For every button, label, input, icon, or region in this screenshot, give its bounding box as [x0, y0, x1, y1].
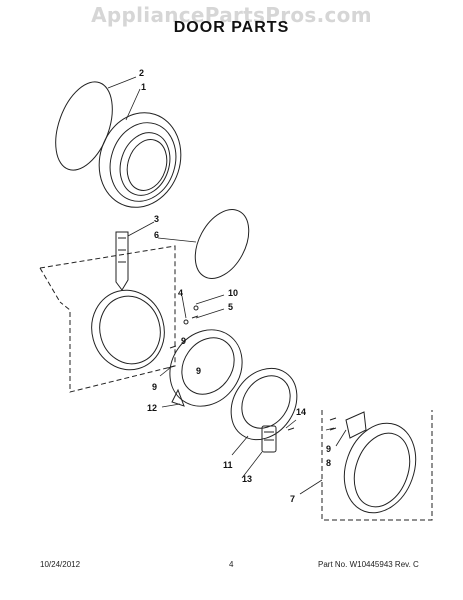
part-1-outer-door: [98, 112, 182, 208]
callout-labels: 2 1 3 6 4 10 5 9 9 9 12 14 9 8 11 13 7: [139, 68, 331, 504]
callout-1: 1: [141, 82, 146, 92]
footer-page-number: 4: [229, 560, 234, 569]
part-12-inner-frame: [169, 329, 243, 407]
callout-14: 14: [296, 407, 306, 417]
callout-12: 12: [147, 403, 157, 413]
front-panel-outline: [39, 245, 176, 393]
footer-date: 10/24/2012: [40, 560, 81, 569]
callout-3: 3: [154, 214, 159, 224]
callout-13: 13: [242, 474, 252, 484]
callout-7: 7: [290, 494, 295, 504]
callout-9c: 9: [152, 382, 157, 392]
callout-11: 11: [223, 460, 233, 470]
callout-6: 6: [154, 230, 159, 240]
callout-9d: 9: [326, 444, 331, 454]
callout-9a: 9: [181, 336, 186, 346]
footer-part-number: Part No. W10445943 Rev. C: [318, 560, 419, 569]
callout-8: 8: [326, 458, 331, 468]
part-8-strike: [345, 411, 367, 439]
part-11-inner-cover: [230, 367, 298, 441]
part-6-inner-glass: [194, 209, 250, 279]
callout-4: 4: [178, 288, 183, 298]
callout-10: 10: [228, 288, 238, 298]
part-3-hinge: [115, 231, 129, 291]
screws: [167, 305, 337, 431]
part-13-latch: [261, 425, 277, 453]
front-panel-opening: [91, 289, 165, 371]
callout-9b: 9: [196, 366, 201, 376]
callout-5: 5: [228, 302, 233, 312]
page-title: DOOR PARTS: [173, 19, 290, 36]
watermark: AppliancePartsPros.com: [91, 3, 372, 27]
part-7-door-assembly: [321, 410, 433, 521]
leader-lines: [107, 76, 347, 495]
callout-2: 2: [139, 68, 144, 78]
part-2-glass-ring: [55, 81, 113, 171]
